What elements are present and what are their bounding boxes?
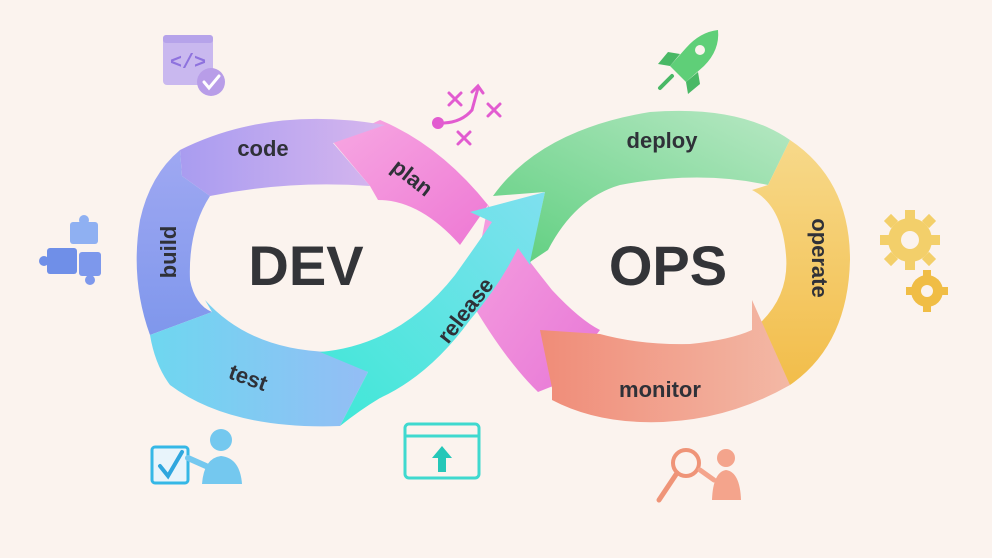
build-label: build <box>156 226 181 279</box>
svg-text:</>: </> <box>170 52 206 75</box>
monitor-label: monitor <box>619 377 701 402</box>
plan-segment <box>333 120 488 245</box>
dev-label: DEV <box>248 234 363 297</box>
deploy-label: deploy <box>627 128 699 153</box>
operate-label: operate <box>807 218 832 297</box>
search-person-icon <box>656 448 741 503</box>
code-label: code <box>237 136 288 161</box>
monitor-segment <box>540 300 790 423</box>
test-segment <box>150 300 368 427</box>
gears-icon <box>880 210 948 312</box>
rocket-icon <box>658 30 719 94</box>
puzzle-icon <box>39 215 101 285</box>
code-window-icon: </> <box>163 35 225 96</box>
operate-segment <box>752 140 850 385</box>
upload-window-icon <box>403 422 481 480</box>
build-segment <box>136 150 212 335</box>
release-segment <box>320 192 545 426</box>
code-segment <box>180 118 385 196</box>
strategy-icon <box>432 83 502 146</box>
deploy-segment <box>493 110 790 262</box>
ops-label: OPS <box>609 234 727 297</box>
testing-person-icon <box>150 429 242 485</box>
